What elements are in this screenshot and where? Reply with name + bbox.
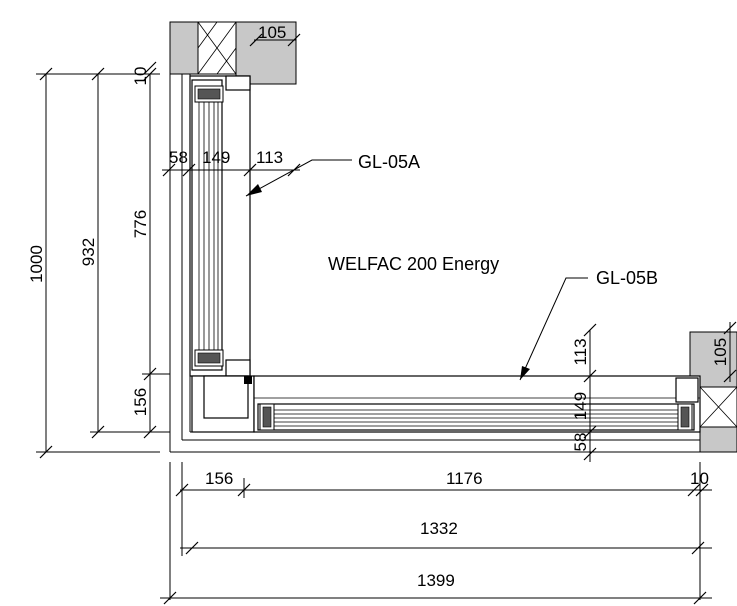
dimension-lines-left	[36, 61, 170, 459]
dim-149-vertical: 149	[571, 392, 590, 420]
dim-113-vertical: 113	[571, 338, 590, 365]
window-gl05b	[253, 375, 701, 433]
dimension-lines-right	[580, 321, 737, 462]
dim-149-horizontal: 149	[202, 148, 230, 167]
dim-113-horizontal: 113	[256, 148, 283, 167]
dim-156-horizontal: 156	[205, 469, 233, 488]
dim-105-right: 105	[711, 338, 730, 366]
label-gl05b: GL-05B	[596, 268, 658, 288]
dim-10-horizontal: 10	[690, 469, 709, 488]
dim-105-top: 105	[258, 23, 286, 42]
right-wall	[689, 331, 737, 453]
dim-1176: 1176	[446, 469, 483, 488]
label-system: WELFAC 200 Energy	[328, 254, 499, 274]
dim-932: 932	[79, 238, 98, 266]
dim-1332: 1332	[420, 519, 458, 538]
dim-58-vertical: 58	[571, 433, 590, 452]
dim-10-vertical: 10	[131, 67, 150, 86]
dim-776: 776	[131, 210, 150, 238]
label-gl05a: GL-05A	[358, 152, 420, 172]
top-wall	[169, 21, 297, 85]
corner-post	[191, 375, 255, 433]
dim-1399: 1399	[417, 571, 455, 590]
dim-58-horizontal: 58	[169, 148, 188, 167]
dim-156-vertical: 156	[131, 388, 150, 416]
leader-lines	[245, 159, 588, 381]
dimension-lines-bottom	[160, 462, 712, 605]
dim-1000: 1000	[27, 245, 46, 283]
window-gl05a	[189, 75, 251, 377]
